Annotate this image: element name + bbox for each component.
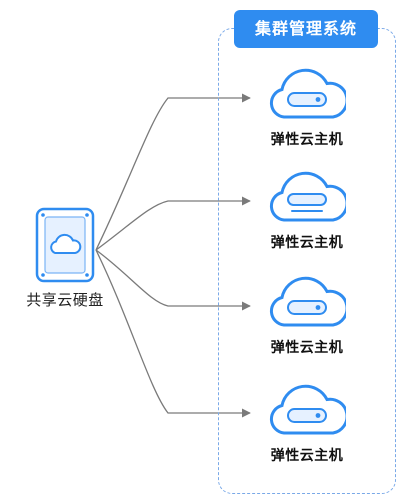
cloud-server-icon — [269, 384, 346, 435]
cloud-server-label: 弹性云主机 — [270, 448, 344, 464]
cloud-server-label: 弹性云主机 — [270, 132, 344, 148]
cloud-server-label: 弹性云主机 — [270, 235, 344, 251]
cloud-server-icon — [269, 276, 346, 327]
connector-arrow-4 — [95, 249, 251, 418]
cloud-server-3: 弹性云主机 — [252, 273, 362, 357]
connector-arrow-2 — [95, 196, 251, 251]
cluster-title: 集群管理系统 — [234, 10, 378, 48]
connector-arrow-1 — [95, 93, 251, 251]
cloud-disk-icon — [35, 207, 95, 283]
shared-disk-label: 共享云硬盘 — [26, 291, 104, 309]
cloud-server-label: 弹性云主机 — [270, 340, 344, 356]
cloud-server-icon — [269, 171, 346, 222]
cloud-server-icon — [269, 68, 346, 119]
connector-arrow-3 — [95, 249, 251, 311]
cloud-server-1: 弹性云主机 — [252, 65, 362, 149]
shared-disk: 共享云硬盘 — [20, 207, 110, 310]
cloud-server-4: 弹性云主机 — [252, 381, 362, 465]
cloud-server-2: 弹性云主机 — [252, 168, 362, 252]
